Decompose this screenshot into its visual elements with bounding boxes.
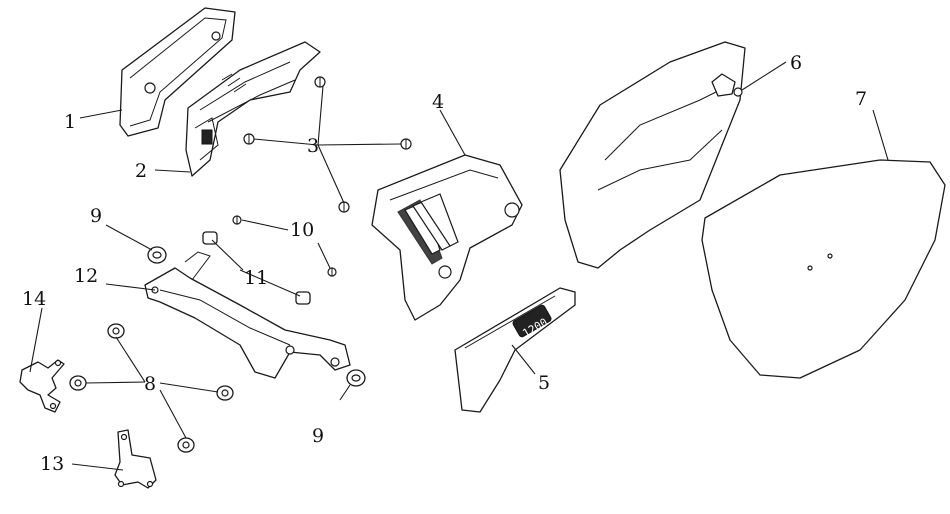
callout-7: 7 bbox=[855, 88, 867, 110]
callout-12: 12 bbox=[74, 265, 98, 287]
part-7-large-side-cover bbox=[701, 159, 946, 379]
callout-9-bottom: 9 bbox=[312, 425, 324, 447]
callout-2: 2 bbox=[135, 160, 147, 182]
part-8-grommets bbox=[69, 323, 234, 453]
callout-13: 13 bbox=[40, 453, 64, 475]
callout-9-top: 9 bbox=[90, 205, 102, 227]
part-6-side-cover bbox=[559, 41, 746, 269]
part-5-emblem-cover: 1200 bbox=[454, 287, 576, 413]
part-9-grommet-bottom bbox=[346, 369, 366, 387]
callout-1: 1 bbox=[64, 111, 76, 133]
screw-3c bbox=[400, 138, 412, 150]
part-2-bracket bbox=[185, 41, 321, 177]
part-11-spacers bbox=[202, 231, 311, 305]
part-1-side-panel bbox=[119, 7, 236, 137]
screw-3d bbox=[338, 201, 350, 213]
part-13-small-bracket bbox=[114, 429, 157, 489]
callout-10: 10 bbox=[290, 219, 314, 241]
callout-8: 8 bbox=[144, 373, 156, 395]
part-9-grommet-top bbox=[147, 246, 167, 264]
screw-3a bbox=[314, 76, 326, 88]
callout-4: 4 bbox=[432, 91, 444, 113]
callout-labels: 1 2 3 4 5 6 7 8 9 9 10 11 12 13 14 bbox=[22, 52, 867, 475]
part-10-pins bbox=[232, 215, 337, 277]
part-12-long-bracket bbox=[144, 251, 351, 379]
leader-lines bbox=[29, 61, 889, 471]
callout-14: 14 bbox=[22, 288, 46, 310]
callout-6: 6 bbox=[790, 52, 802, 74]
screw-3b bbox=[243, 133, 255, 145]
callout-11: 11 bbox=[244, 267, 268, 289]
callout-5: 5 bbox=[538, 372, 550, 394]
part-3-screws bbox=[243, 76, 412, 213]
part-14-small-bracket bbox=[19, 359, 65, 413]
part-4-louvered-cover bbox=[371, 154, 523, 321]
callout-3: 3 bbox=[307, 135, 319, 157]
